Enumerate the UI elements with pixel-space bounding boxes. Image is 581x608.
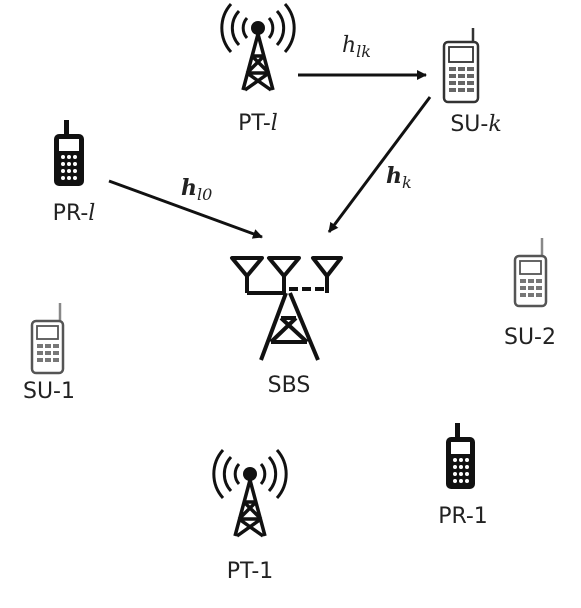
h-k-label: hk [386,163,412,192]
pr-l-index: l [88,201,95,226]
pt-1-label: PT-1 [227,559,274,584]
su-2-label: SU-2 [504,325,556,350]
su-1-phone-icon [30,303,65,375]
h-l0-label: hl0 [181,175,212,204]
su-k-phone-icon [442,28,480,104]
pr-l-label: PR-l [53,201,96,226]
pt-l-label: PT-l [238,111,278,136]
sbs-label: SBS [268,373,311,398]
su-1-label: SU-1 [23,379,75,404]
pt-l-tower-icon [220,3,296,92]
pt-l-index: l [271,111,278,136]
pr-1-label: PR-1 [438,504,488,529]
pr-l-phone-icon [54,120,84,186]
sbs-tower-icon [230,256,343,361]
h-lk-label: hlk [342,33,371,61]
su-k-label: SU-k [450,112,501,137]
pt-1-tower-icon [212,449,288,538]
su-2-phone-icon [513,238,548,308]
pr-1-phone-icon [446,423,475,489]
su-k-index: k [488,112,501,137]
arrow-h-k [327,96,432,233]
arrow-h-l0 [108,179,263,239]
